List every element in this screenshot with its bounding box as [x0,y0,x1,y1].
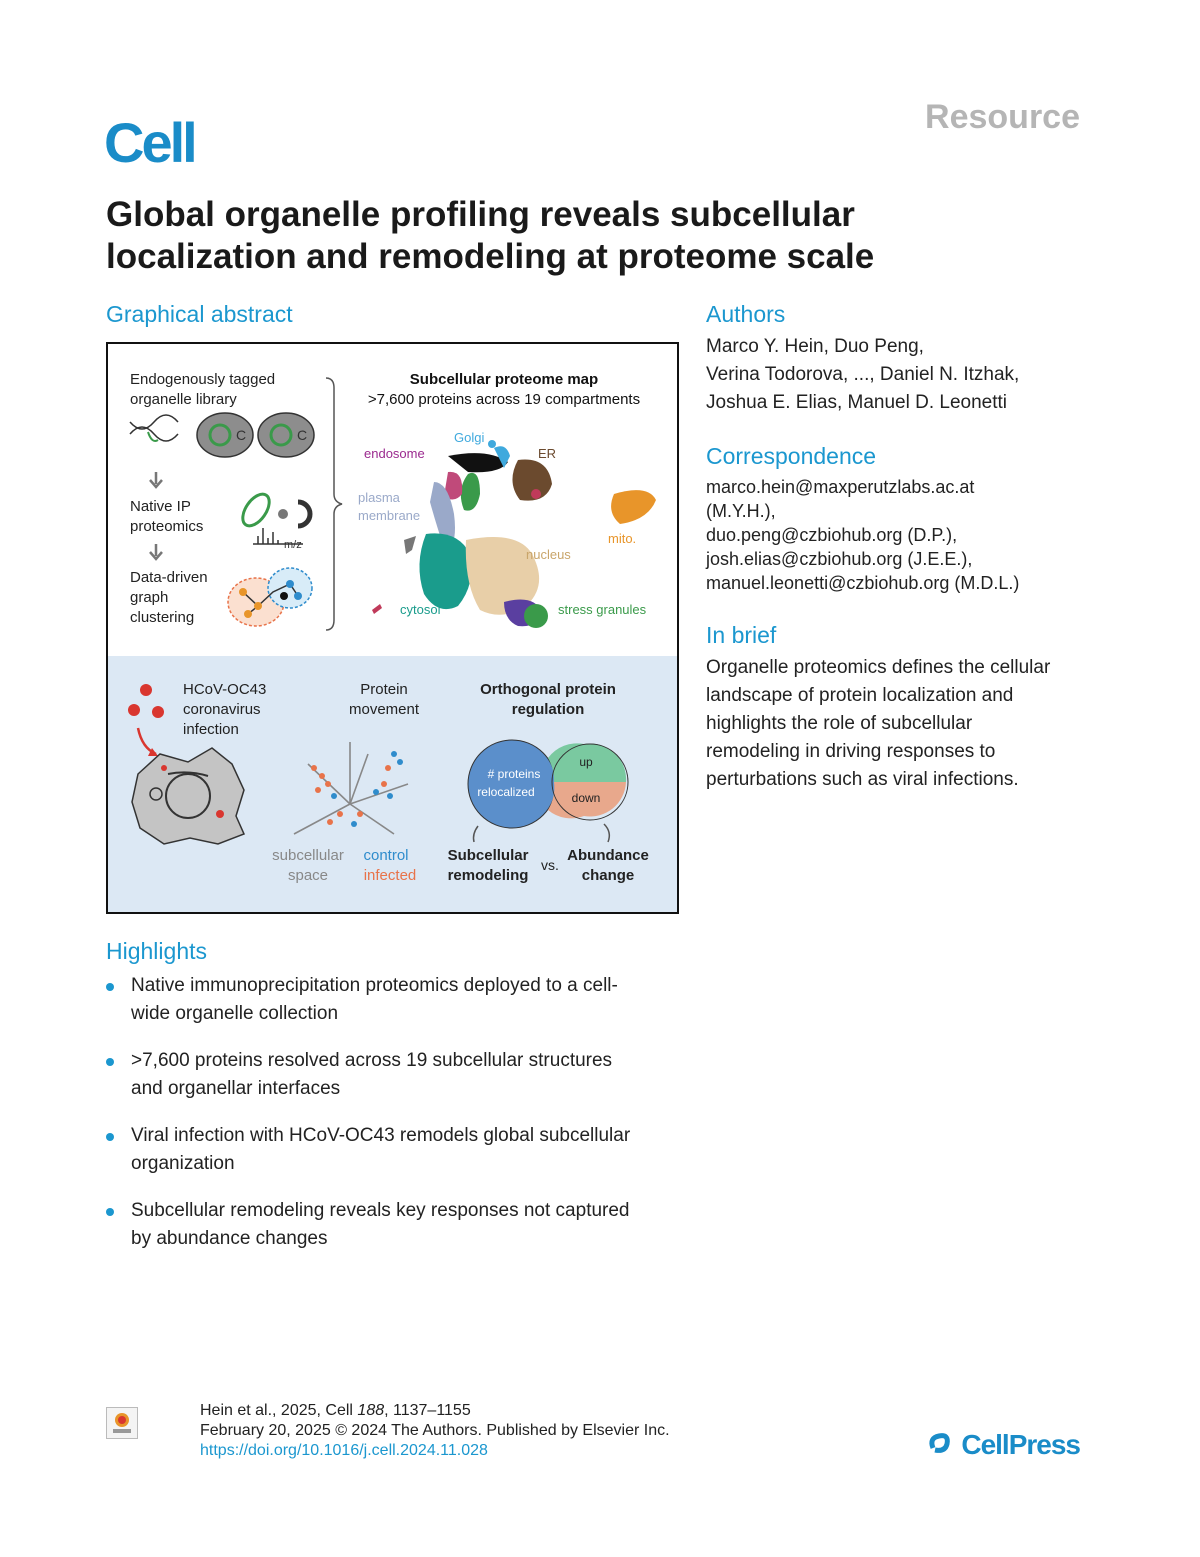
space-label-2: space [288,867,328,884]
virus-label-2: coronavirus [183,701,261,718]
orthogonal-label-2: regulation [512,701,585,718]
label-cytosol: cytosol [400,602,441,617]
down-label: down [572,791,601,805]
label-nucleus: nucleus [526,547,571,562]
movement-label-2: movement [349,701,420,718]
abundance-label-1: Abundance [567,847,649,864]
cellpress-logo: CellPress [927,1428,1081,1465]
virus-label-1: HCoV-OC43 [183,681,266,698]
down-arrow-icon [149,544,163,561]
arrow-icon [472,825,479,843]
label-er: ER [538,446,556,461]
relocalized-label-2: relocalized [477,785,534,799]
mito-cluster [611,490,656,524]
highlight-item: Subcellular remodeling reveals key respo… [106,1197,696,1253]
correspondence-emails: marco.hein@maxperutzlabs.ac.at (M.Y.H.),… [706,477,1020,593]
journal-logo: Cell [104,111,198,174]
label-stress-granules: stress granules [558,602,647,617]
dna-icon [129,414,179,442]
title-line-1: Global organelle profiling reveals subce… [106,195,855,234]
up-label: up [579,755,593,769]
arrow-icon [603,823,611,843]
space-label-1: subcellular [272,847,344,864]
tagged-cell-icon: C [196,412,254,458]
crossmark-icon[interactable] [106,1407,138,1439]
bullet-icon [106,983,114,991]
author-list: Marco Y. Hein, Duo Peng, Verina Todorova… [706,336,1020,413]
graph-clustering-icon [227,567,313,627]
authors-heading: Authors [706,301,786,327]
ip-label-2: proteomics [130,518,203,535]
email-link[interactable]: josh.elias@czbiohub.org (J.E.E.), [706,549,973,569]
movement-label-1: Protein [360,681,408,698]
email-link[interactable]: duo.peng@czbiohub.org (D.P.), [706,525,958,545]
article-type-label: Resource [925,98,1080,136]
mass-spectrum-icon: m/z [253,528,303,551]
label-plasma: plasma [358,490,401,505]
in-brief-text: Organelle proteomics defines the cellula… [706,657,1051,790]
down-arrow-icon [149,472,163,489]
email-link[interactable]: marco.hein@maxperutzlabs.ac.at [706,477,975,497]
remodeling-label-1: Subcellular [448,847,529,864]
mitochondrion-magnet-icon [241,492,313,529]
label-endosome: endosome [364,446,425,461]
infected-legend: infected [364,867,417,884]
bullet-icon [106,1133,114,1141]
control-legend: control [363,847,408,864]
cellpress-icon [927,1428,957,1465]
relocalized-label-1: # proteins [488,767,541,781]
doi-link[interactable]: https://doi.org/10.1016/j.cell.2024.11.0… [200,1442,488,1459]
map-subtitle: >7,600 proteins across 19 compartments [368,391,640,408]
graphical-abstract-heading: Graphical abstract [106,301,293,327]
graphical-abstract-svg: Endogenously tagged organelle library C … [108,344,677,912]
label-mito: mito. [608,531,636,546]
citation-line: Hein et al., 2025, Cell 188, 1137–1155 [200,1402,471,1419]
bullet-icon [106,1058,114,1066]
correspondence-heading: Correspondence [706,443,877,469]
graph-label-3: clustering [130,609,194,626]
highlights-heading: Highlights [106,938,207,964]
title-line-2: localization and remodeling at proteome … [106,237,875,276]
abundance-label-2: change [582,867,635,884]
orthogonal-label-1: Orthogonal protein [480,681,616,698]
vector-space-icon [293,742,409,835]
svg-text:C: C [297,427,307,443]
svg-text:C: C [236,427,246,443]
tagged-cell-icon: C [257,412,315,458]
infected-cell-icon [131,747,246,845]
publication-date: February 20, 2025 © 2024 The Authors. Pu… [200,1422,670,1439]
virus-label-3: infection [183,721,239,738]
virus-particles-icon [128,684,164,756]
graphical-abstract-figure: Endogenously tagged organelle library C … [106,342,679,914]
email-link[interactable]: manuel.leonetti@czbiohub.org (M.D.L.) [706,573,1020,593]
highlights-list: Native immunoprecipitation proteomics de… [106,972,696,1272]
map-title: Subcellular proteome map [410,371,598,388]
bullet-icon [106,1208,114,1216]
label-membrane: membrane [358,508,420,523]
highlight-item: >7,600 proteins resolved across 19 subce… [106,1047,696,1103]
citation-footer: Hein et al., 2025, Cell 188, 1137–1155 F… [200,1401,670,1461]
in-brief-heading: In brief [706,622,777,648]
proteome-umap-clusters [372,440,656,628]
highlight-item: Native immunoprecipitation proteomics de… [106,972,696,1028]
mz-label: m/z [284,539,302,551]
graph-label-2: graph [130,589,168,606]
brace-divider [325,377,343,631]
graph-label-1: Data-driven [130,569,208,586]
article-title: Global organelle profiling reveals subce… [106,194,1106,278]
library-label-2: organelle library [130,391,237,408]
venn-diagram [467,739,629,829]
vs-label: vs. [541,857,559,873]
label-golgi: Golgi [454,430,484,445]
library-label-1: Endogenously tagged [130,371,275,388]
highlight-item: Viral infection with HCoV-OC43 remodels … [106,1122,696,1178]
ip-label-1: Native IP [130,498,191,515]
remodeling-label-2: remodeling [448,867,529,884]
